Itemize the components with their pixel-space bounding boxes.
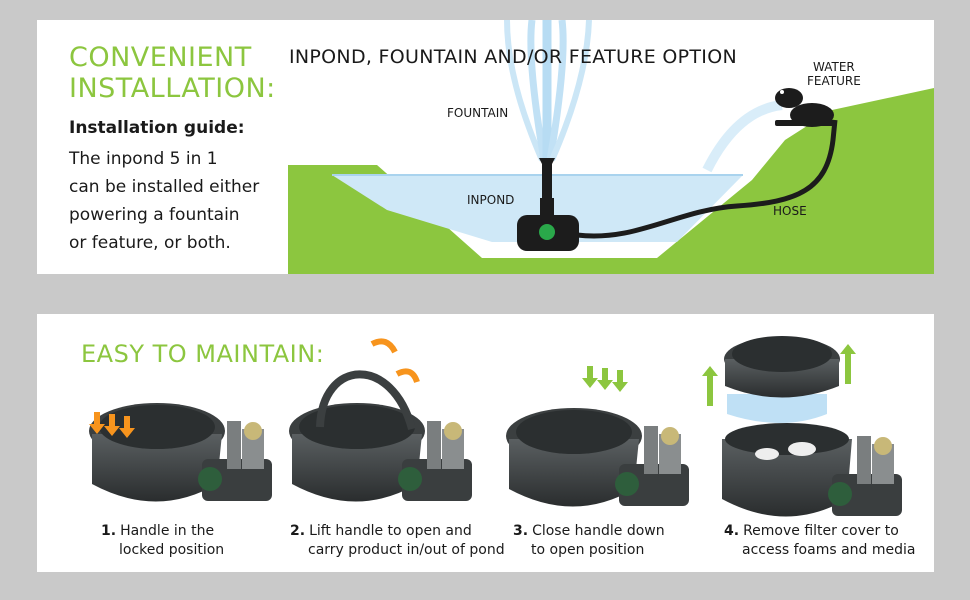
label-fountain: FOUNTAIN	[447, 106, 509, 120]
label-water-feature-line1: WATER	[813, 60, 855, 74]
fountain-spray-icon	[504, 20, 592, 162]
guide-body: The inpond 5 in 1 can be installed eithe…	[69, 145, 269, 257]
step-text-line2: to open position	[531, 542, 645, 558]
step-number: 1.	[101, 523, 117, 539]
step-number: 2.	[290, 523, 306, 539]
step-number: 3.	[513, 523, 529, 539]
maintenance-panel: EASY TO MAINTAIN: 1.Handle in the locked…	[37, 314, 934, 572]
step-3: 3.Close handle down to open position	[513, 522, 665, 560]
curved-arrows-icon	[370, 338, 420, 384]
step-text-line1: Close handle down	[532, 523, 665, 539]
pump-unit-icon	[89, 403, 272, 502]
installation-title: CONVENIENT INSTALLATION:	[69, 42, 275, 104]
frog-statue-icon	[775, 88, 835, 127]
label-hose: HOSE	[773, 204, 807, 218]
step-text-line2: carry product in/out of pond	[308, 542, 505, 558]
pump-unit-icon	[722, 423, 902, 517]
filter-cover-icon	[724, 336, 840, 423]
maintenance-illustrations	[89, 336, 902, 517]
down-arrows-icon	[89, 412, 135, 438]
pump-unit-icon	[289, 370, 472, 502]
guide-heading: Installation guide:	[69, 118, 245, 138]
diagram-title: INPOND, FOUNTAIN AND/OR FEATURE OPTION	[289, 46, 737, 68]
guide-line: powering a fountain	[69, 205, 240, 225]
step-text-line1: Handle in the	[120, 523, 215, 539]
guide-line: The inpond 5 in 1	[69, 149, 218, 169]
step-text-line2: locked position	[119, 542, 225, 558]
step-2: 2.Lift handle to open and carry product …	[290, 522, 505, 560]
step-4: 4.Remove filter cover to access foams an…	[724, 522, 915, 560]
guide-line: or feature, or both.	[69, 233, 231, 253]
installation-title-line2: INSTALLATION:	[69, 73, 276, 104]
up-arrows-icon	[702, 344, 856, 406]
label-water-feature-line2: FEATURE	[807, 74, 861, 88]
guide-line: can be installed either	[69, 177, 260, 197]
installation-title-line1: CONVENIENT	[69, 42, 252, 73]
step-text-line2: access foams and media	[742, 542, 916, 558]
label-water-feature: WATER FEATURE	[807, 60, 861, 88]
pond-diagram-icon	[288, 20, 934, 274]
maintenance-title: EASY TO MAINTAIN:	[81, 340, 325, 368]
pump-unit-icon	[506, 408, 689, 507]
installation-panel: CONVENIENT INSTALLATION: Installation gu…	[37, 20, 934, 274]
step-text-line1: Remove filter cover to	[743, 523, 899, 539]
pump-unit-icon	[517, 198, 579, 251]
down-arrows-icon	[582, 366, 628, 392]
step-text-line1: Lift handle to open and	[309, 523, 472, 539]
step-number: 4.	[724, 523, 740, 539]
step-1: 1.Handle in the locked position	[101, 522, 224, 560]
label-inpond: INPOND	[467, 193, 515, 207]
